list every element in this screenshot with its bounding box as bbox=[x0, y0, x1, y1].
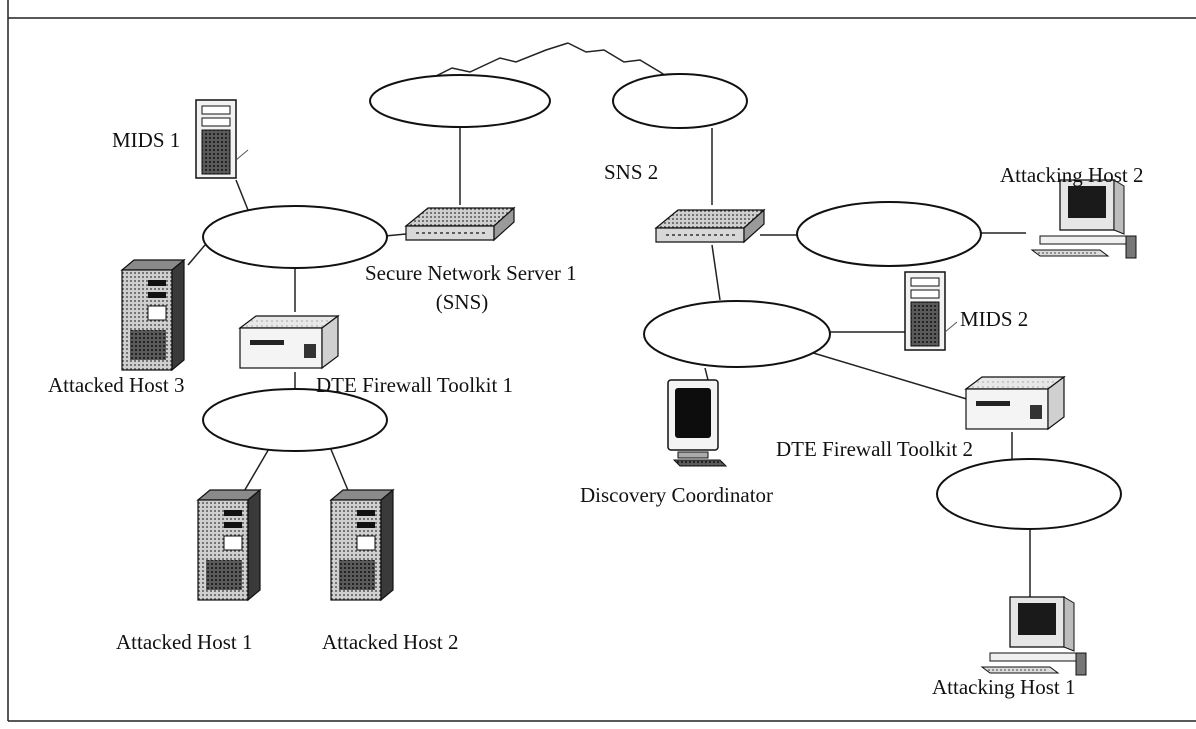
network-ellipse-wan-left bbox=[369, 74, 551, 128]
network-ellipse-left bbox=[202, 205, 388, 269]
label-dte-firewall2: DTE Firewall Toolkit 2 bbox=[776, 437, 973, 461]
connection-lines bbox=[187, 127, 1031, 598]
label-attacked-host2: Attacked Host 2 bbox=[322, 630, 458, 654]
label-mids1: MIDS 1 bbox=[112, 128, 180, 152]
tower-computer-icon bbox=[197, 489, 261, 601]
desktop-unit-icon bbox=[965, 376, 1065, 430]
wan-link-left bbox=[427, 42, 569, 81]
network-ellipse-attacked bbox=[202, 388, 388, 452]
network-ellipse-wan-right bbox=[612, 73, 748, 129]
label-attacked-host3: Attacked Host 3 bbox=[48, 373, 184, 397]
network-ellipse-center bbox=[643, 300, 831, 368]
label-attacked-host1: Attacked Host 1 bbox=[116, 630, 252, 654]
workstation-icon bbox=[981, 596, 1087, 676]
workstation-icon bbox=[1031, 179, 1137, 259]
tower-server-icon bbox=[904, 271, 958, 351]
network-ellipse-attacking2 bbox=[796, 201, 982, 267]
tower-computer-icon bbox=[121, 259, 185, 371]
network-router-icon bbox=[655, 209, 765, 243]
tower-server-icon bbox=[195, 99, 249, 179]
label-sns1-line2: (SNS) bbox=[436, 290, 489, 314]
label-dte-firewall1: DTE Firewall Toolkit 1 bbox=[316, 373, 513, 397]
label-sns1-line1: Secure Network Server 1 bbox=[365, 261, 577, 285]
tower-computer-icon bbox=[330, 489, 394, 601]
label-attacking-host1: Attacking Host 1 bbox=[932, 675, 1075, 699]
network-router-icon bbox=[405, 207, 515, 241]
label-mids2: MIDS 2 bbox=[960, 307, 1028, 331]
label-sns2: SNS 2 bbox=[604, 160, 658, 184]
wan-link-right bbox=[567, 42, 673, 81]
label-attacking-host2: Attacking Host 2 bbox=[1000, 163, 1143, 187]
desktop-unit-icon bbox=[239, 315, 339, 369]
label-discovery-coordinator: Discovery Coordinator bbox=[580, 483, 773, 507]
network-ellipse-attacking1 bbox=[936, 458, 1122, 530]
monitor-icon bbox=[667, 379, 727, 467]
